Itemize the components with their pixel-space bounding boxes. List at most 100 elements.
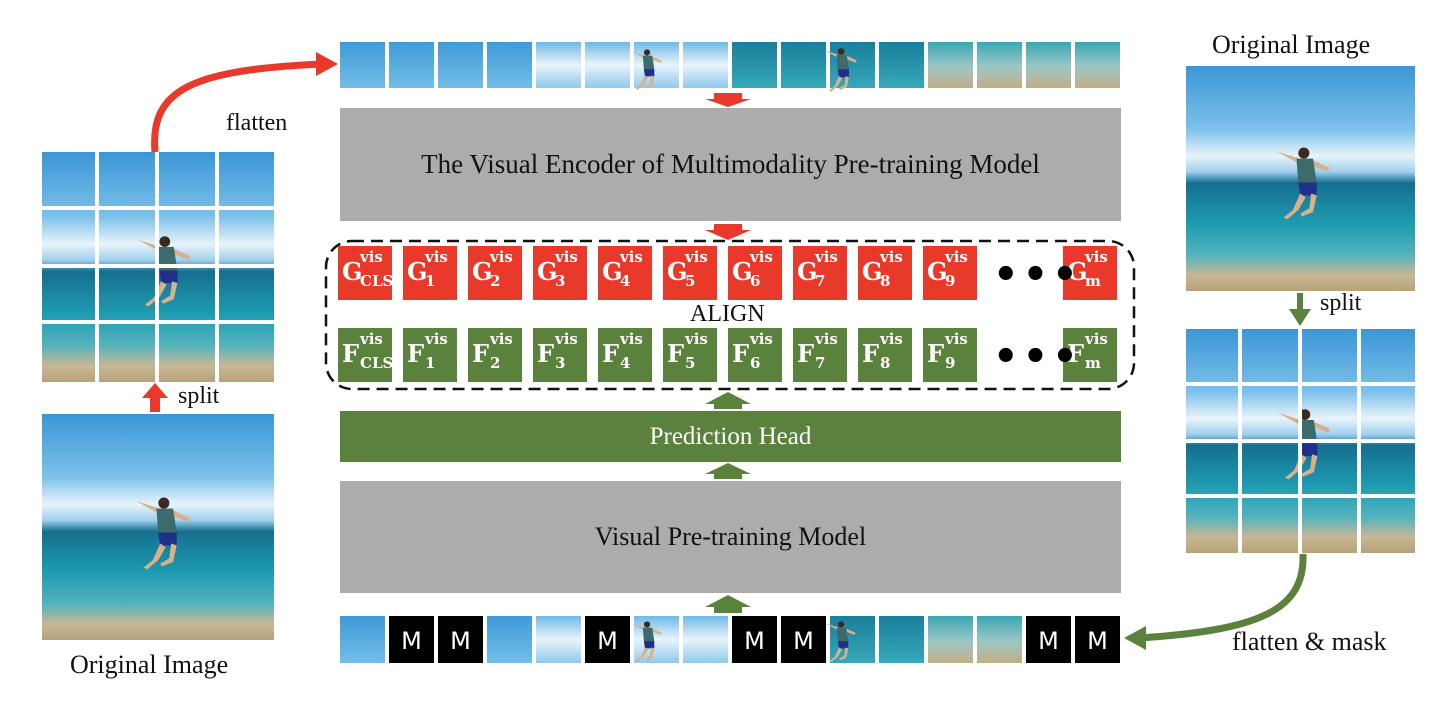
f-token-superscript: vis [750, 330, 773, 348]
mask-token-label: M [401, 627, 422, 655]
visual-pretraining-label-wrap: Visual Pre-training Model [340, 481, 1121, 593]
split-image-right [1186, 329, 1415, 553]
visual-encoder-block [340, 108, 1121, 221]
g-token-superscript: vis [425, 248, 448, 266]
g-token-letter: G [342, 257, 363, 286]
mask-patch [389, 616, 434, 663]
f-token-superscript: vis [945, 330, 968, 348]
original-image-label-left: Original Image [70, 650, 229, 679]
g-token-subscript: 8 [880, 272, 891, 290]
original-image-label-right: Original Image [1212, 30, 1371, 59]
g-token-superscript: vis [945, 248, 968, 266]
f-token-superscript: vis [685, 330, 708, 348]
g-token-superscript: vis [360, 248, 383, 266]
g-token-subscript: 6 [750, 272, 761, 290]
g-token-superscript: vis [1085, 248, 1108, 266]
align-box [324, 239, 1136, 391]
f-token-subscript: 6 [750, 354, 761, 372]
g-token-subscript: m [1085, 272, 1101, 290]
f-token-superscript: vis [880, 330, 903, 348]
f-token-letter: F [537, 339, 555, 368]
mask-token-label: M [1038, 627, 1059, 655]
f-token-subscript: 5 [685, 354, 696, 372]
g-token-letter: G [1067, 257, 1088, 286]
split-arrow-right [1289, 293, 1311, 326]
split-arrow-left [142, 383, 168, 412]
f-token-subscript: m [1085, 354, 1101, 372]
f-token-subscript: 3 [555, 354, 566, 372]
f-token-letter: F [797, 339, 815, 368]
f-token-superscript: vis [555, 330, 578, 348]
f-token-letter: F [342, 339, 360, 368]
g-token-superscript: vis [815, 248, 838, 266]
prediction-head-label: Prediction Head [649, 422, 812, 450]
f-ellipsis: ••• [993, 334, 1082, 380]
image-patch [977, 616, 1022, 663]
mask-token-label: M [1087, 627, 1108, 655]
mask-patch [585, 616, 630, 663]
split-label-left: split [178, 383, 220, 409]
g-token-subscript: 2 [490, 272, 501, 290]
flatten-mask-arrow-head [1124, 626, 1146, 650]
g-token-subscript: 5 [685, 272, 696, 290]
f-token-superscript: vis [425, 330, 448, 348]
mask-patch [1075, 616, 1120, 663]
flatten-mask-label: flatten & mask [1232, 627, 1387, 656]
original-image-right [1186, 66, 1415, 291]
mask-token-label: M [597, 627, 618, 655]
mask-token-label: M [450, 627, 471, 655]
g-token-subscript: 7 [815, 272, 826, 290]
f-token-letter: F [1067, 339, 1085, 368]
image-patch [340, 616, 385, 663]
image-patch [928, 616, 973, 663]
g-token-subscript: 3 [555, 272, 566, 290]
f-token-letter: F [667, 339, 685, 368]
g-token-superscript: vis [490, 248, 513, 266]
g-token-subscript: 1 [425, 272, 436, 290]
image-patch [683, 616, 728, 663]
visual-pretraining-block [340, 481, 1121, 593]
g-token-letter: G [537, 257, 558, 286]
align-label: ALIGN [690, 301, 765, 327]
visual-encoder-label: The Visual Encoder of Multimodality Pre-… [421, 149, 1040, 179]
f-token-letter: F [927, 339, 945, 368]
f-token-letter: F [732, 339, 750, 368]
g-token-letter: G [602, 257, 623, 286]
split-image-left [42, 152, 274, 382]
mask-patch [438, 616, 483, 663]
g-token-subscript: 4 [620, 272, 631, 290]
original-image-left [42, 414, 274, 640]
g-token-superscript: vis [555, 248, 578, 266]
g-token-letter: G [862, 257, 883, 286]
g-token-letter: G [407, 257, 428, 286]
f-token-letter: F [407, 339, 425, 368]
g-token-superscript: vis [750, 248, 773, 266]
f-token-superscript: vis [360, 330, 383, 348]
f-token-superscript: vis [620, 330, 643, 348]
flatten-label: flatten [226, 110, 288, 136]
arrow-encoder-to-g [705, 224, 751, 240]
f-token-letter: F [472, 339, 490, 368]
patch-strip-top [340, 42, 1120, 92]
mask-token-label: M [744, 627, 765, 655]
mask-token-label: M [793, 627, 814, 655]
g-token-subscript: CLS [360, 272, 394, 290]
split-label-right: split [1320, 290, 1362, 316]
image-patch [879, 616, 924, 663]
f-token-subscript: 2 [490, 354, 501, 372]
